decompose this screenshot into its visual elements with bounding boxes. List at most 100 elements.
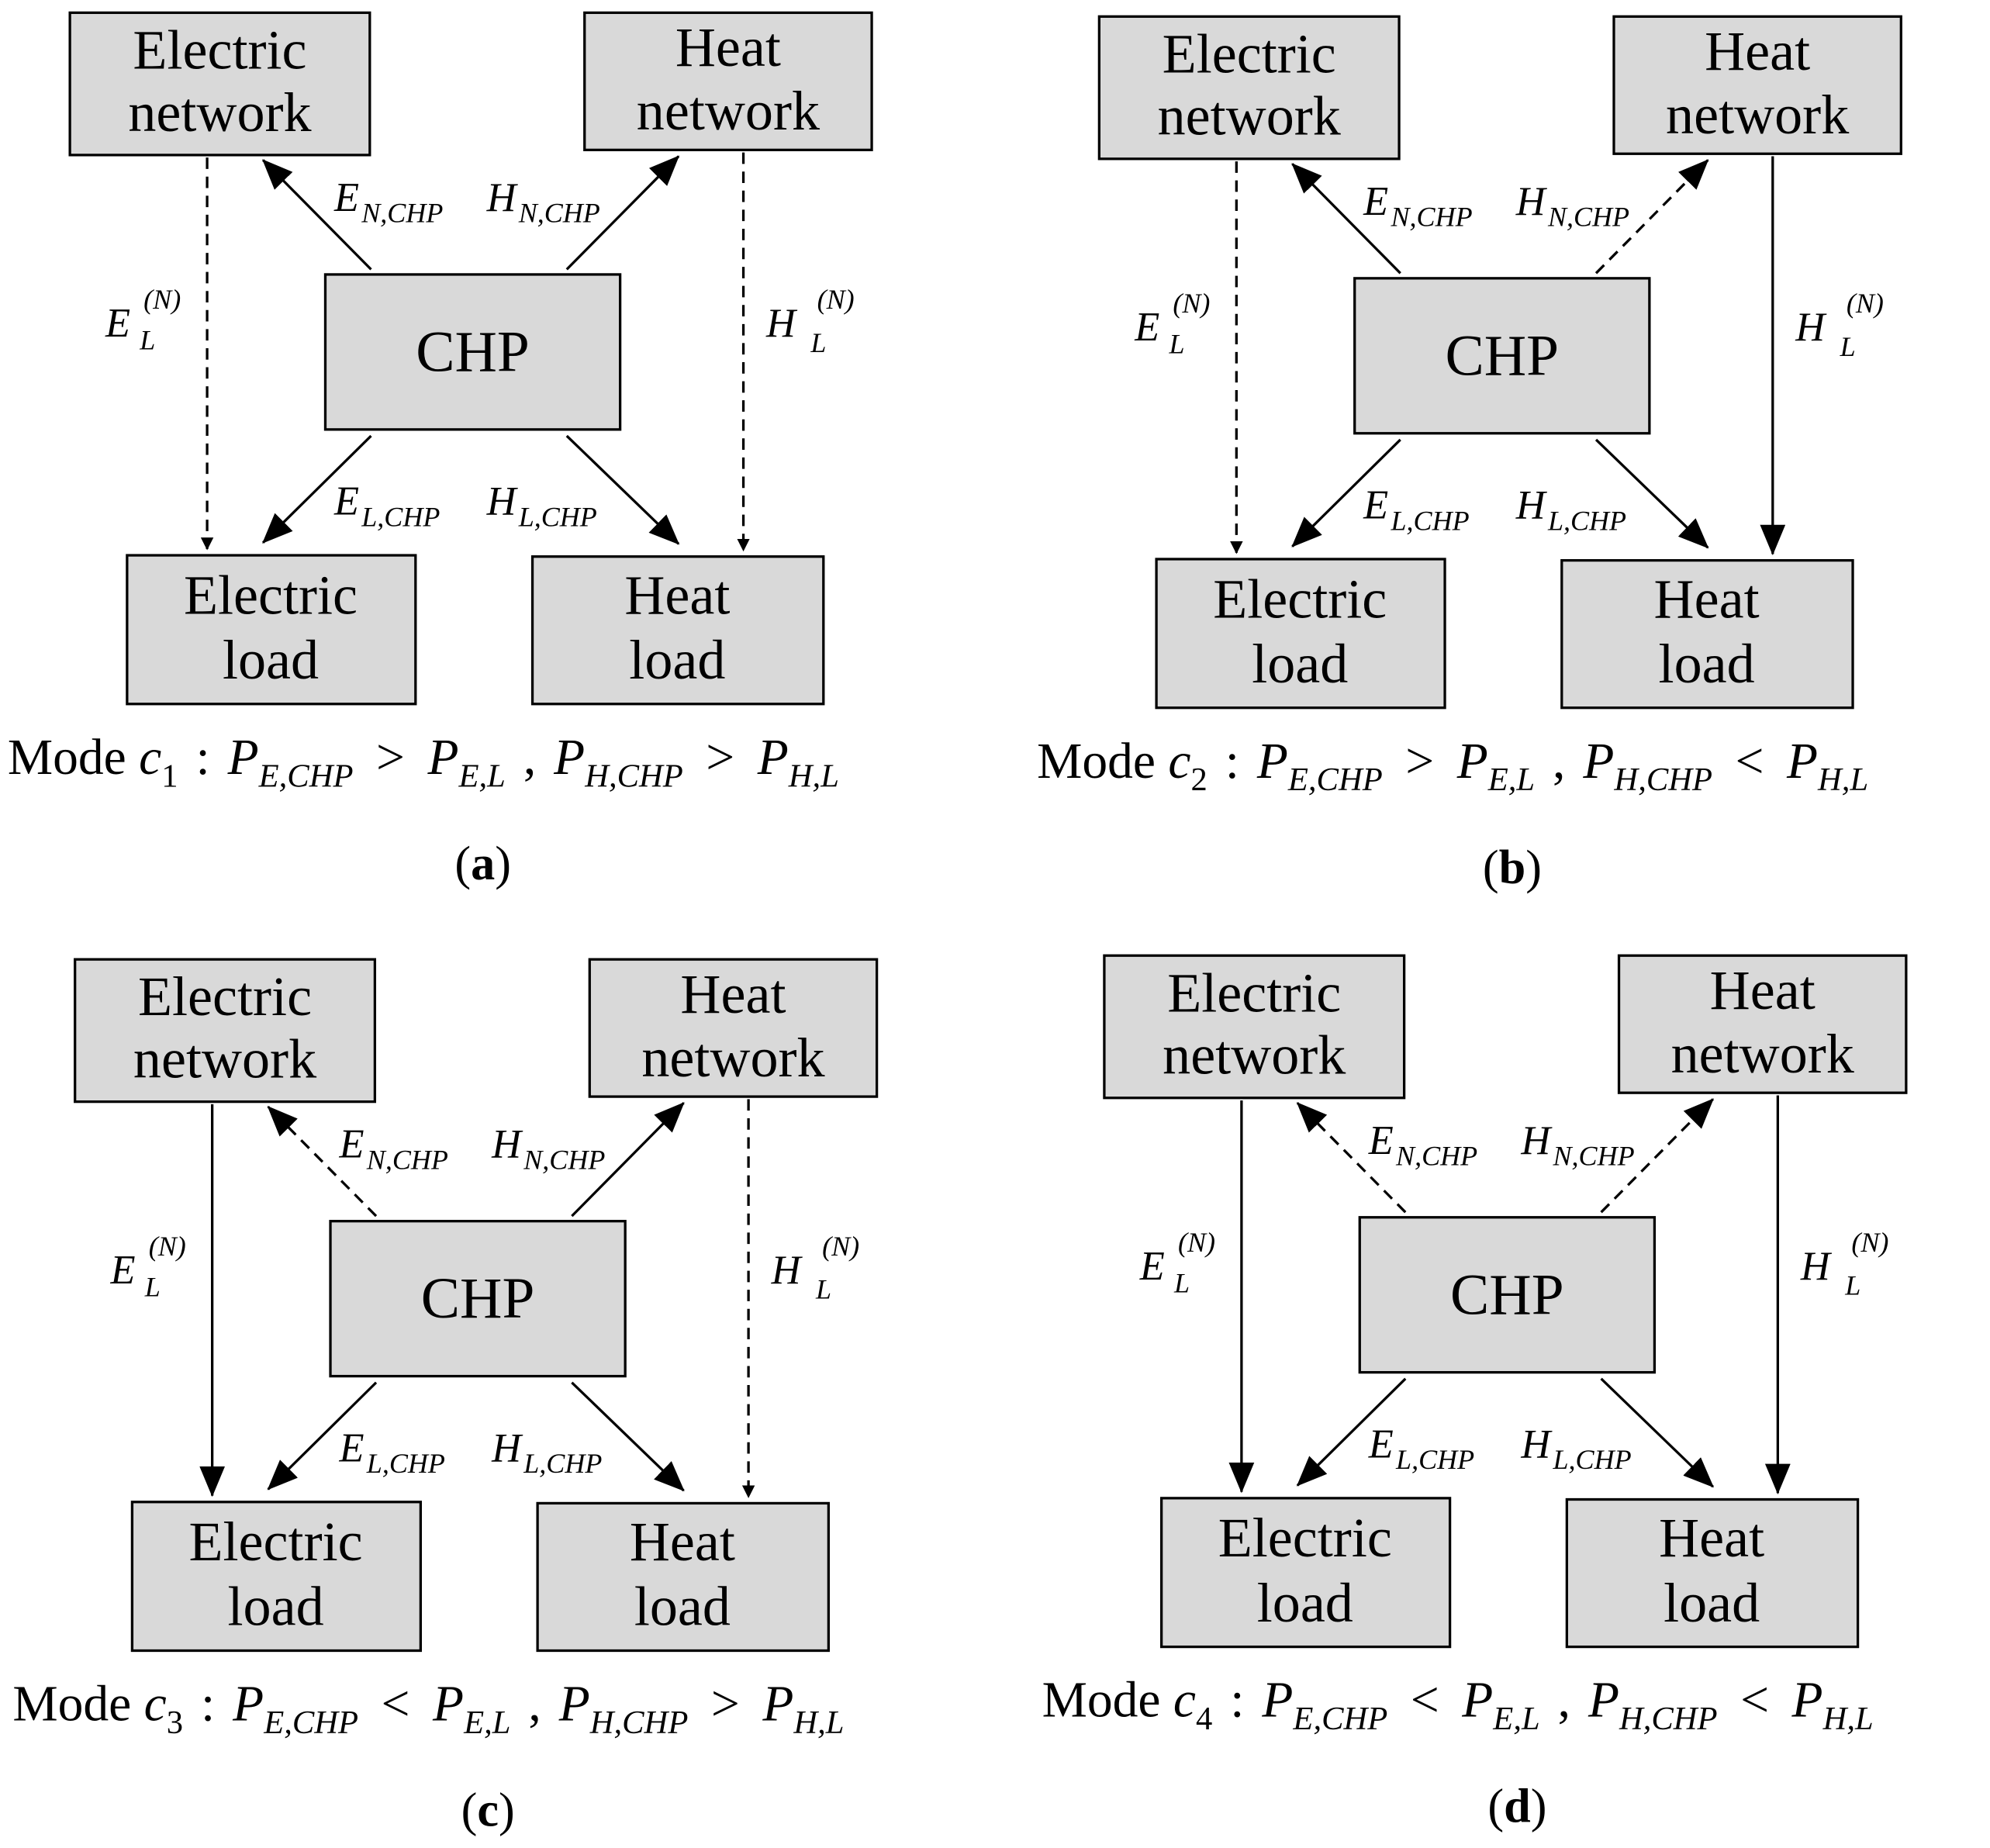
panel-c: Electric network Heat network CHP Electr… [12,958,879,1837]
label-h-l-n-main: H [765,301,798,346]
heat-load-label-line2: load [1659,633,1755,695]
heat-network-box [583,11,873,151]
label-h-l-n-main: H [1795,305,1827,350]
arrow-chp-to-heat-load [565,434,680,545]
electric-network-label-line1: Electric [138,965,312,1028]
chp-label: CHP [416,320,530,384]
chp-box [329,1220,627,1378]
heat-load-label-line2: load [1664,1572,1760,1634]
chp-box [323,273,622,431]
heat-load-label-line2: load [629,629,725,691]
label-e-l-n-sup: (N) [149,1231,186,1262]
panel-caption: (a) [454,838,511,890]
electric-load-box [1160,1497,1452,1649]
label-e-l-n-sup: (N) [1173,288,1210,319]
heat-load-box [536,1501,830,1653]
panel-caption: (b) [1483,841,1542,894]
electric-load-label-line1: Electric [1218,1507,1392,1569]
electric-network-label-line2: network [1158,85,1342,147]
electric-load-label-line2: load [223,629,319,691]
electric-network-box [74,958,377,1104]
electric-load-box [130,1501,423,1653]
panel-b: Electric network Heat network CHP Electr… [1037,15,1902,894]
label-e-l-n-main: E [1134,305,1159,350]
electric-network-label-line1: Electric [133,19,306,81]
arrow-chp-to-heat-network [571,1102,685,1218]
electric-network-box [1103,954,1406,1100]
electric-load-box [1155,558,1446,710]
heat-load-box [1560,558,1854,710]
heat-network-label-line2: network [1671,1023,1855,1085]
arrow-chp-to-electric-load [1291,438,1401,547]
label-h-l-n-main: H [1800,1244,1833,1289]
chp-label: CHP [1450,1263,1564,1327]
chp-label: CHP [1445,323,1559,388]
label-e-l-n-sub: L [1168,329,1184,360]
arrow-chp-to-electric-load [267,1381,378,1490]
arrow-chp-to-electric-load [1296,1377,1407,1487]
panels: Electric network Heat network CHP Electr… [8,11,1908,1837]
label-h-l-n-sub: L [1844,1270,1860,1301]
label-e-l-n-sup: (N) [1178,1227,1215,1258]
electric-network-label-line1: Electric [1167,962,1341,1024]
heat-load-label-line2: load [634,1576,731,1638]
electric-load-label-line2: load [228,1576,324,1638]
arrow-chp-to-heat-load [1600,1377,1714,1488]
panel-d: Electric network Heat network CHP Electr… [1042,954,1908,1833]
arrow-chp-to-heat-network [1594,159,1709,275]
arrow-chp-to-heat-load [571,1381,685,1492]
heat-load-label-line1: Heat [1659,1507,1764,1569]
arrow-chp-to-electric-network [1296,1102,1407,1214]
heat-network-label-line1: Heat [680,963,786,1025]
electric-network-label-line2: network [128,81,312,143]
arrow-chp-to-heat-network [1600,1098,1714,1214]
label-h-l-n-sub: L [815,1274,831,1305]
heat-network-box [1612,15,1902,155]
arrow-chp-to-electric-network [267,1106,378,1218]
label-e-l-n-sub: L [1173,1267,1190,1298]
electric-network-label-line1: Electric [1163,22,1336,85]
heat-network-label-line2: network [1666,84,1850,146]
label-e-l-n-main: E [110,1248,136,1293]
electric-network-label-line2: network [1163,1024,1346,1086]
heat-network-box [1617,954,1908,1094]
heat-load-label-line1: Heat [1654,568,1760,630]
arrow-chp-to-electric-network [1291,163,1401,275]
heat-network-box [588,958,879,1098]
electric-load-label-line2: load [1257,1572,1353,1634]
arrow-chp-to-electric-load [262,434,372,544]
label-h-l-n-sup: (N) [822,1231,859,1262]
electric-network-box [1097,15,1401,161]
electric-load-label-line1: Electric [1213,568,1387,630]
mode-condition: Mode c3 : PE,CHP < PE,L , PH,CHP > PH,L [12,1677,844,1741]
panel-a: Electric network Heat network CHP Electr… [8,11,873,890]
panel-caption: (d) [1487,1781,1546,1833]
label-h-l-n-main: H [771,1248,803,1293]
chp-box [1358,1216,1657,1374]
label-e-l-n-main: E [1139,1244,1165,1289]
arrow-chp-to-heat-load [1594,438,1709,549]
heat-network-label-line1: Heat [1710,959,1816,1021]
label-e-l-n-sub: L [139,325,155,356]
label-e-l-n-main: E [105,301,130,346]
heat-load-box [1565,1497,1860,1649]
arrow-chp-to-heat-network [565,155,680,271]
heat-network-label-line1: Heat [675,16,781,78]
